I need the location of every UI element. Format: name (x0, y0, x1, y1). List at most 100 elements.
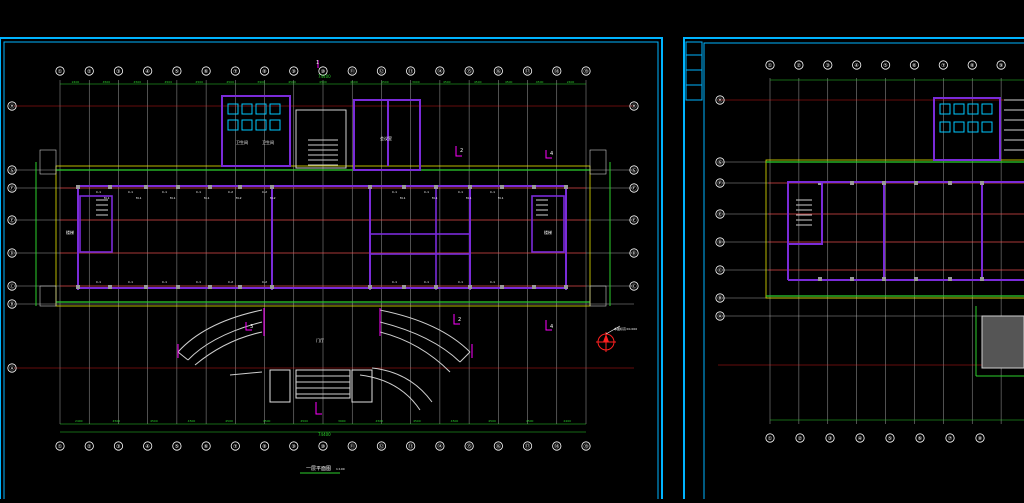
r-side-axis-1-circle (715, 157, 725, 167)
dim-bottom-4: 4500 (225, 419, 233, 423)
bottom-axis-14: ⑭ (435, 441, 445, 451)
dim-top-4: 4500 (195, 80, 203, 84)
top-axis-2-label: ② (87, 69, 92, 75)
top-axis-1-label: ① (58, 69, 63, 75)
end-block-ne (589, 149, 607, 175)
window-tag-n-8: C-1 (458, 190, 463, 194)
column-n-0 (76, 185, 80, 189)
column-n-7 (368, 185, 372, 189)
r-top-axis-8-circle (967, 60, 977, 70)
drawing-scale: 1:100 (336, 467, 345, 471)
top-axis-9-circle (289, 66, 299, 76)
r-top-axis-2-circle (794, 60, 804, 70)
r-side-axis-0-circle (715, 95, 725, 105)
window-tag-n-9: C-1 (490, 190, 495, 194)
end-block-se (589, 285, 607, 307)
dim-bottom-8: 4500 (376, 419, 384, 423)
dim-top-9: 4500 (350, 80, 358, 84)
right-building-walls (765, 159, 1024, 299)
column-s-1 (108, 285, 112, 289)
r-top-axis-4: ④ (852, 60, 862, 70)
r-top-axis-7-label: ⑦ (941, 63, 946, 69)
side-axis-right-2: Ⓕ (629, 183, 639, 193)
door-tag-6: M-1 (400, 196, 406, 200)
top-axis-9: ⑨ (289, 66, 299, 76)
top-axis-11: ⑪ (347, 66, 357, 76)
r-side-axis-5-circle (715, 265, 725, 275)
top-axis-5: ⑤ (172, 66, 182, 76)
column-s-9 (434, 285, 438, 289)
side-axis-left-7-circle (7, 363, 17, 373)
column-s-3 (176, 285, 180, 289)
bottom-axis-17-circle (522, 441, 533, 451)
dim-top-10: 4500 (381, 80, 389, 84)
side-axis-left-6-label: Ⓑ (9, 301, 14, 308)
window-tag-s-0: C-1 (96, 280, 101, 284)
top-axis-7-label: ⑦ (233, 69, 238, 75)
north-note: 本图标高±0.000 (614, 326, 637, 331)
bottom-axis-15-circle (464, 441, 474, 451)
r-top-axis-2-label: ② (797, 63, 802, 69)
r-top-axis-9: ⑨ (996, 60, 1006, 70)
top-axis-10-circle (318, 66, 328, 76)
door-tag-3: M-1 (204, 196, 210, 200)
bottom-axis-7: ⑦ (230, 441, 240, 451)
door-tag-7: M-1 (432, 196, 438, 200)
dim-top-5: 4500 (226, 80, 234, 84)
top-axis-7: ⑦ (230, 66, 240, 76)
top-axis-6-label: ⑥ (204, 69, 209, 75)
r-side-axis-5: Ⓒ (715, 265, 725, 275)
side-axis-right-5-label: Ⓒ (631, 283, 636, 290)
dim-bottom-12: 4500 (526, 419, 534, 423)
top-axis-1: ① (55, 66, 65, 76)
dim-top-15: 4500 (536, 80, 544, 84)
bottom-axis-16-circle (493, 441, 503, 451)
top-axis-12-label: ⑫ (379, 68, 384, 75)
door-tag-2: M-1 (170, 196, 176, 200)
r-bottom-axis-1: ① (765, 433, 775, 443)
r-side-axis-1-label: Ⓖ (717, 159, 722, 166)
bottom-axis-14-circle (435, 441, 445, 451)
side-axis-left-4: Ⓓ (7, 248, 17, 258)
side-axis-left-0-circle (7, 101, 17, 111)
section-mark-3: 4 (550, 151, 553, 157)
end-block-nw (39, 149, 57, 175)
r-side-axis-7-label: Ⓐ (717, 313, 722, 320)
r-column-s-1 (850, 277, 854, 281)
top-axis-2: ② (84, 66, 94, 76)
door-tag-1: M-1 (136, 196, 142, 200)
dim-top-8: 4500 (319, 80, 327, 84)
window-tag-s-4: C-2 (228, 280, 233, 284)
end-block-sw (39, 285, 57, 307)
top-axis-18-label: ⑱ (554, 68, 559, 75)
r-top-axis-5-circle (880, 60, 891, 70)
entrance-magenta-edges (177, 308, 473, 358)
r-bottom-axis-1-circle (765, 433, 775, 443)
top-axis-8-label: ⑧ (262, 69, 267, 75)
side-axis-right-4: Ⓓ (629, 248, 639, 258)
bottom-axis-3-label: ③ (116, 444, 121, 450)
side-axis-right-3: Ⓔ (629, 215, 639, 225)
door-tag-9: M-1 (498, 196, 504, 200)
stair-hatch (96, 139, 548, 216)
side-axis-left-3-circle (7, 215, 17, 225)
r-bottom-axis-3: ③ (825, 433, 835, 443)
r-column-n-1 (850, 181, 854, 185)
r-top-axis-3-circle (823, 60, 833, 70)
dim-top-16: 2400 (567, 80, 575, 84)
bottom-axis-6-circle (201, 441, 211, 451)
side-axis-right-1-circle (629, 165, 639, 175)
section-mark-1: 1 (316, 60, 319, 66)
side-axis-left-1-circle (7, 165, 17, 175)
right-fixtures (939, 103, 993, 133)
dim-top-2: 4500 (134, 80, 142, 84)
top-axis-18-circle (552, 66, 562, 76)
left-sheet-frame (0, 37, 663, 503)
r-bottom-axis-1-label: ① (768, 436, 773, 442)
bottom-axis-13-label: ⑬ (408, 443, 413, 450)
column-n-2 (144, 185, 148, 189)
door-tag-8: M-1 (466, 196, 472, 200)
